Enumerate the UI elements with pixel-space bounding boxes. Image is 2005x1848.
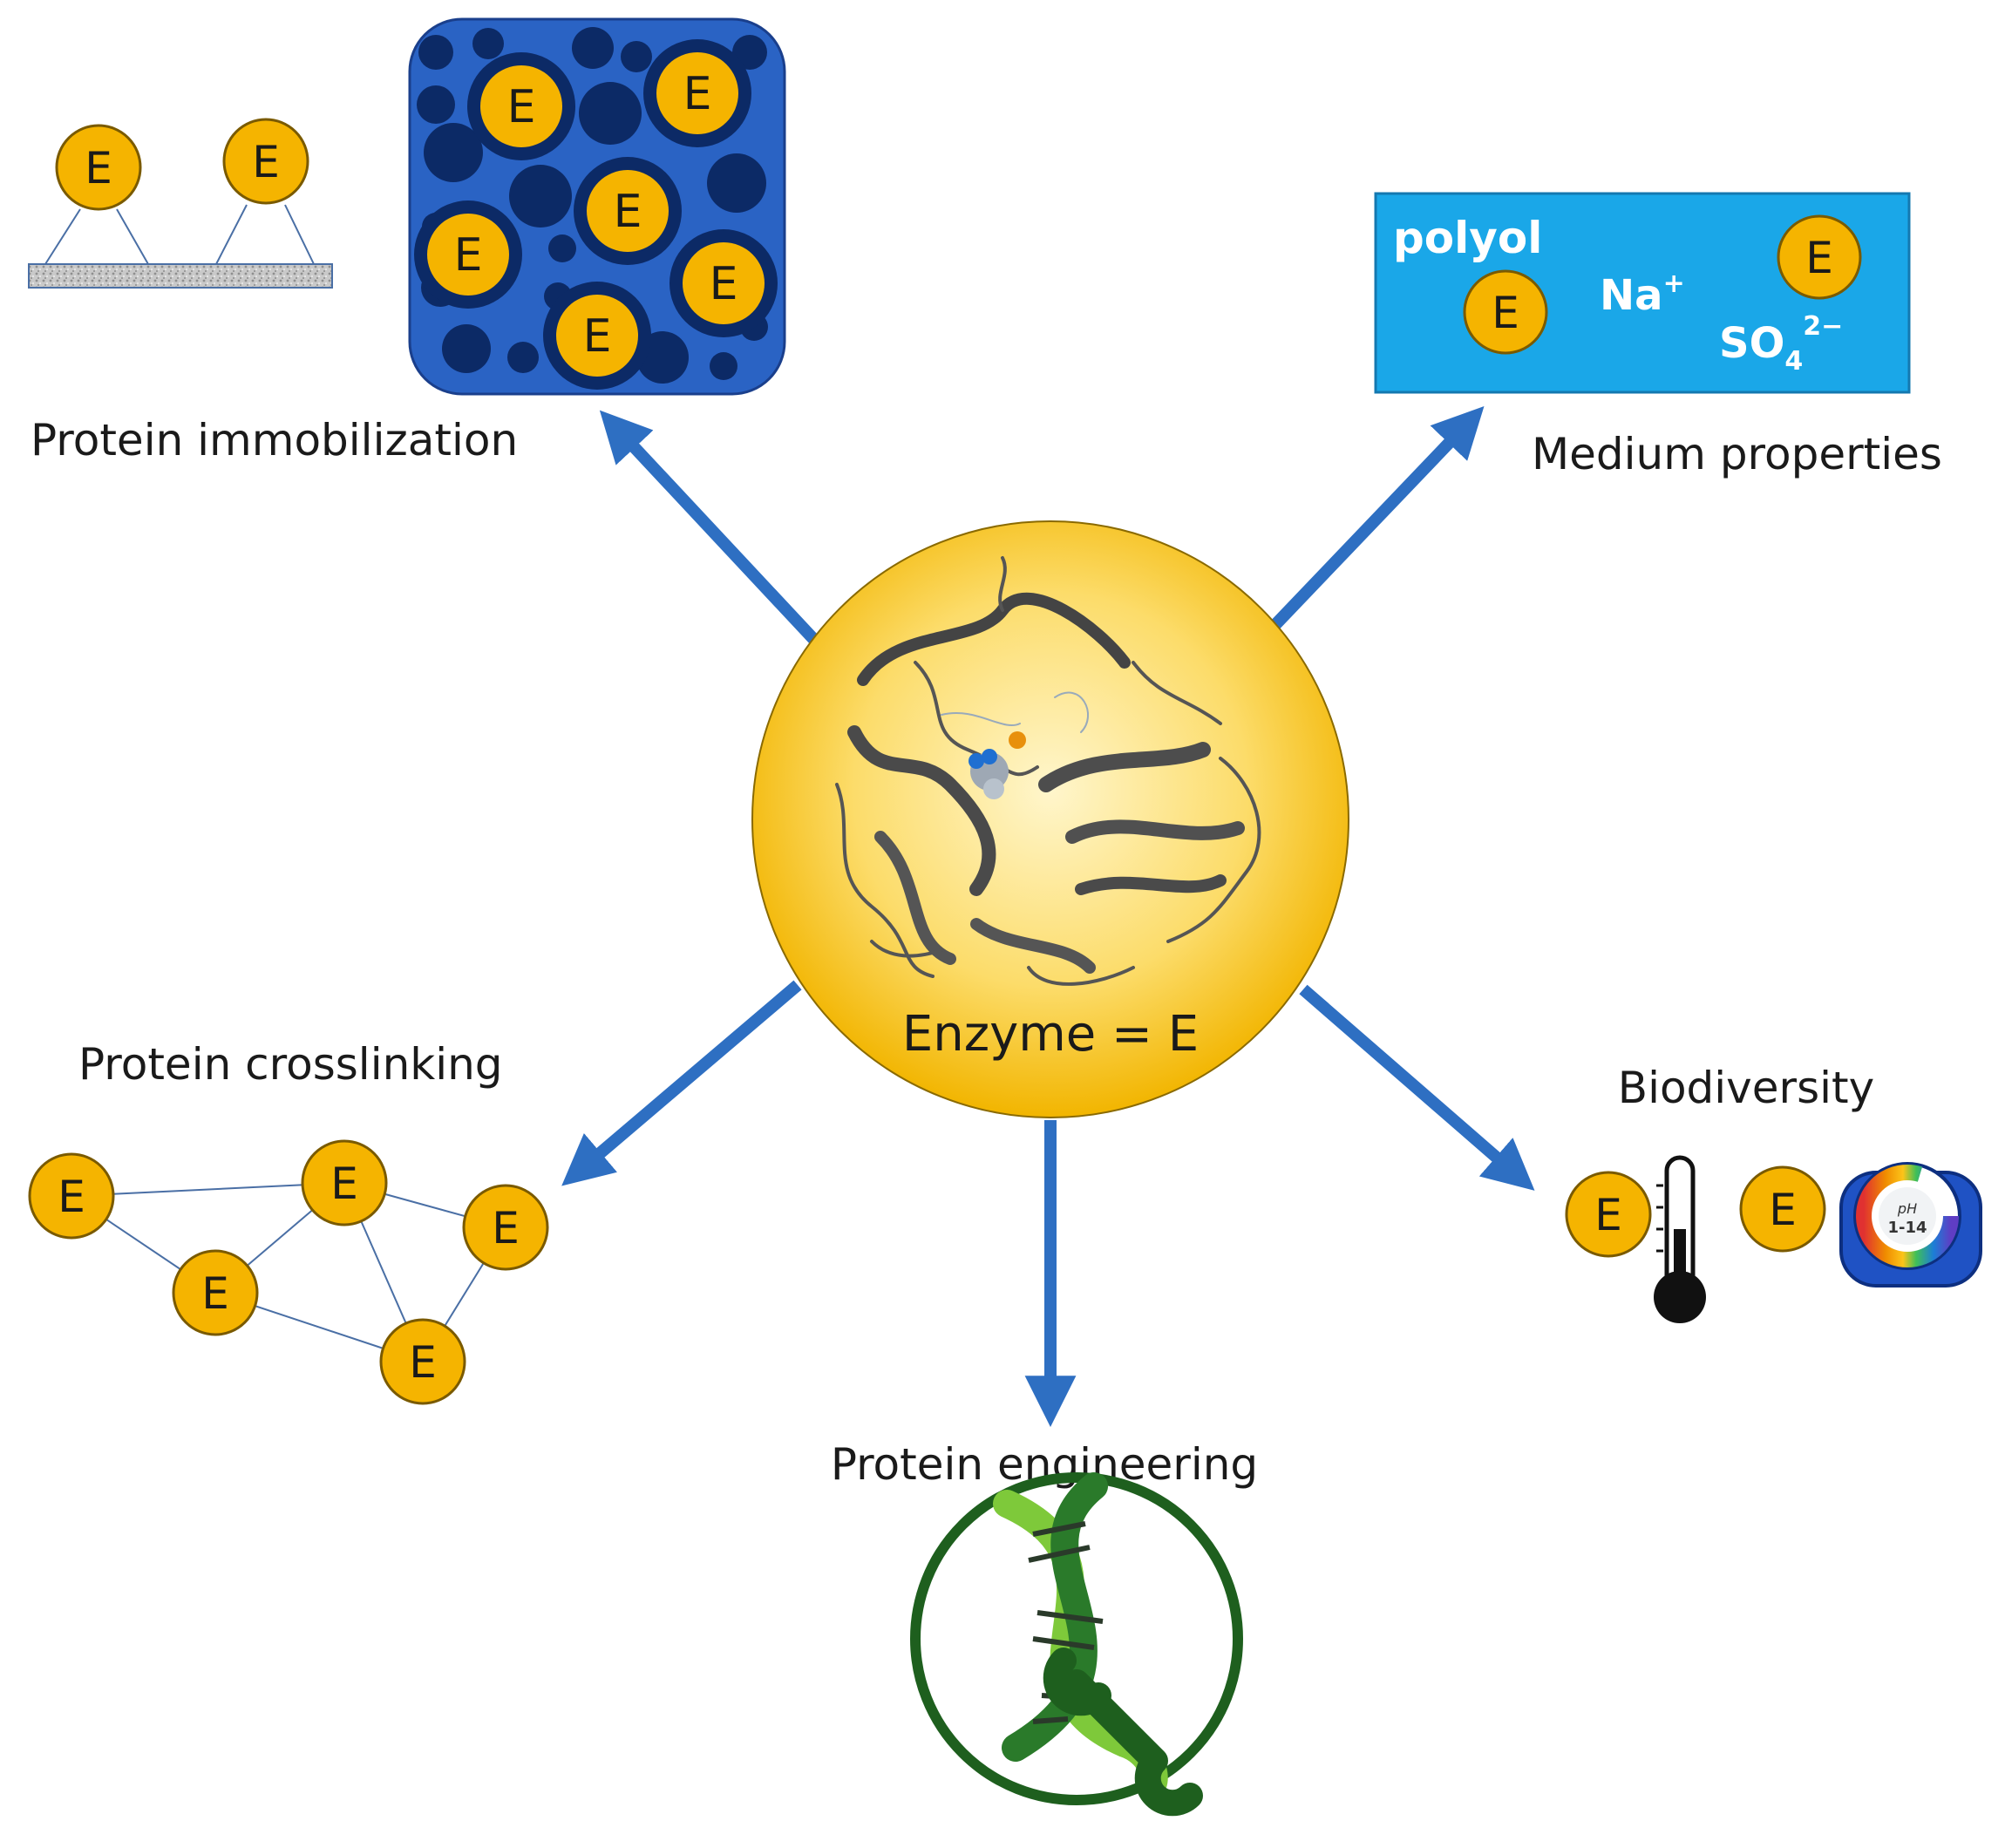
label-biodiversity: Biodiversity (1618, 1063, 1874, 1113)
enzyme-node: E (1565, 1171, 1652, 1258)
enzyme-node: E (172, 1249, 259, 1336)
svg-text:E: E (683, 68, 712, 120)
svg-text:E: E (252, 137, 280, 187)
protein-structure-icon (835, 556, 1261, 986)
svg-text:E: E (409, 1337, 437, 1388)
enzyme-node: E (414, 200, 522, 309)
arrow-to-biodiversity (1299, 984, 1535, 1191)
center-label: Enzyme = E (902, 1006, 1199, 1063)
svg-text:E: E (614, 186, 642, 238)
surface-attachment: E E (28, 118, 333, 289)
svg-text:pH: pH (1897, 1200, 1917, 1217)
enzyme-node: E (669, 229, 778, 337)
polyol-label: polyol (1393, 213, 1542, 263)
svg-text:E: E (330, 1158, 358, 1209)
enzyme-node: E (543, 282, 651, 390)
svg-text:E: E (58, 1172, 85, 1222)
arrow-to-crosslinking (561, 980, 802, 1186)
enzyme-node: E (55, 124, 142, 211)
enzyme-node: E (301, 1139, 388, 1226)
dna-wrench-icon (910, 1472, 1243, 1817)
svg-text:E: E (710, 258, 738, 310)
porous-carrier: E E E E E E (408, 17, 786, 396)
svg-text:E: E (454, 229, 483, 282)
sodium-ion: Na+ (1600, 268, 1685, 320)
medium-box: polyol Na+ SO42− E E (1374, 192, 1911, 394)
enzyme-node: E (1739, 1165, 1826, 1253)
enzyme-node: E (643, 39, 751, 147)
arrows (561, 405, 1535, 1428)
svg-text:E: E (507, 81, 536, 133)
enzyme-node: E (574, 157, 682, 265)
label-immobilization: Protein immobilization (31, 415, 518, 465)
svg-text:1-14: 1-14 (1887, 1219, 1927, 1237)
enzyme-node: E (222, 118, 309, 205)
label-medium: Medium properties (1532, 429, 1942, 479)
enzyme-node: E (1777, 214, 1862, 300)
enzyme-node: E (462, 1184, 549, 1271)
ph-indicator-icon: pH 1-14 (1839, 1162, 1982, 1287)
crosslink-network: E E E E E (28, 1139, 549, 1405)
arrow-to-medium (1263, 405, 1485, 636)
enzyme-node: E (28, 1152, 115, 1240)
svg-text:E: E (1805, 233, 1833, 283)
thermometer-icon (1654, 1155, 1706, 1323)
svg-text:E: E (1492, 288, 1519, 338)
label-crosslinking: Protein crosslinking (78, 1039, 503, 1090)
sulfate-ion: SO42− (1719, 311, 1843, 377)
svg-text:E: E (583, 310, 612, 363)
ligand-icon (969, 749, 1009, 799)
enzyme-node: E (1463, 269, 1548, 355)
center-enzyme: Enzyme = E (751, 520, 1349, 1118)
svg-text:E: E (492, 1203, 520, 1254)
svg-text:E: E (1769, 1185, 1797, 1235)
solid-support (28, 263, 333, 289)
metal-ion-icon (1009, 731, 1026, 749)
arrow-to-immobilization (599, 410, 820, 645)
enzyme-node: E (379, 1318, 466, 1405)
svg-text:E: E (201, 1268, 229, 1319)
svg-text:E: E (1594, 1190, 1622, 1240)
svg-text:E: E (85, 143, 112, 194)
enzyme-node: E (467, 52, 575, 160)
